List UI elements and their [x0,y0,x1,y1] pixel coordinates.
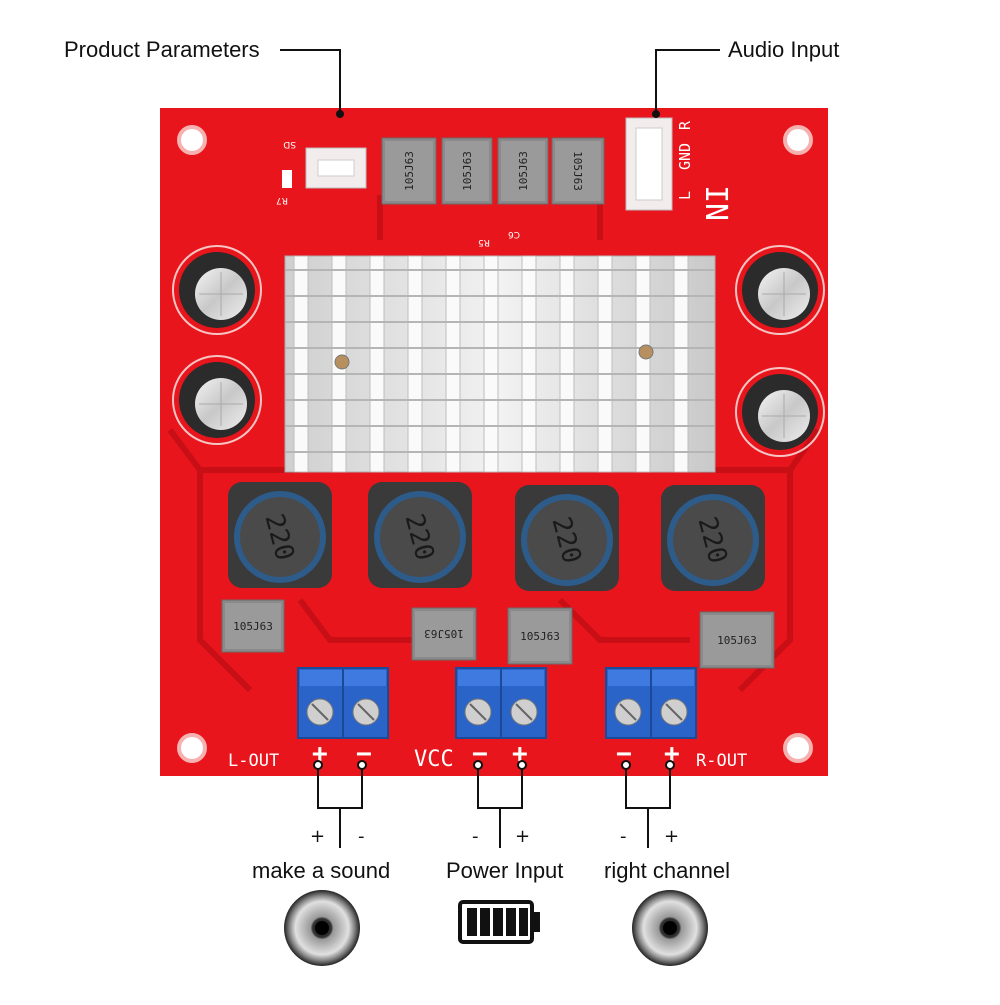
capacitor-code: 105J63 [461,151,474,191]
top-capacitors: 105J63 105J63 105J63 105J63 [381,137,605,205]
film-capacitor: 105J63 [381,137,437,205]
terminal-block [605,667,697,739]
mounting-holes [177,125,813,763]
heatsink [284,255,716,473]
screw-icon [334,354,350,370]
bottom-capacitors: 105J63 105J63 105J63 105J63 [221,599,775,669]
screw-icon [638,344,654,360]
electrolytic-capacitor [735,245,825,335]
callout-dot [336,110,344,118]
terminal-block [297,667,389,739]
capacitor-code: 105J63 [403,151,416,191]
callout-dot [652,110,660,118]
inductor: 220 [515,485,619,591]
right-channel-label: right channel [604,858,730,883]
inductor: 220 [228,482,332,588]
film-capacitor: 105J63 [441,137,493,205]
vcc-label: VCC [414,747,454,772]
pcb-board: SD R7 R5 C6 105J63 105J63 105J63 105J63 L GN… [160,108,828,776]
electrolytic-capacitor [172,355,262,445]
electrolytic-capacitors [172,245,825,457]
audio-pin-labels: L GND R [676,120,694,200]
inductor: 220 [661,485,765,591]
audio-input-callout: Audio Input [728,37,840,62]
capacitor-code: 105J63 [517,151,530,191]
in-label: IN [698,185,733,221]
audio-input-connector [625,117,673,211]
r5-label: R5 [478,237,490,247]
middle-plus-sign: + [515,826,531,847]
audio-pin-label: L [676,191,694,200]
r7-resistor [282,170,292,188]
inductors: 220 220 220 220 [228,482,765,591]
film-capacitor: 105J63 [699,611,775,669]
film-capacitor: 105J63 [551,137,605,205]
product-parameters-callout: Product Parameters [64,37,260,62]
l-out-label: L-OUT [228,751,279,771]
inductor: 220 [368,482,472,588]
electrolytic-capacitor [735,367,825,457]
capacitor-code: 105J63 [717,634,757,647]
battery-icon [458,900,540,944]
output-wires [317,765,671,848]
c6-label: C6 [508,229,520,239]
capacitor-code: 105J63 [424,627,464,640]
audio-pin-label: GND [676,143,694,170]
sd-label: SD [283,139,296,149]
callout-lines [280,49,720,112]
audio-pin-label: R [676,120,694,130]
sd-connector [305,147,367,189]
r7-label: R7 [276,195,288,205]
electrolytic-capacitor [172,245,262,335]
wire-terminals [313,760,675,770]
left-minus-sign: - [358,826,365,847]
right-speaker-icon [632,890,708,966]
terminal-block [455,667,547,739]
film-capacitor: 105J63 [507,607,573,665]
make-a-sound-label: make a sound [252,858,391,883]
capacitor-code: 105J63 [233,620,273,633]
left-plus-sign: + [310,826,326,847]
capacitor-code: 105J63 [571,151,584,191]
power-input-label: Power Input [446,858,564,883]
capacitor-code: 105J63 [520,630,560,643]
r-out-label: R-OUT [696,751,747,771]
right-minus-sign: - [620,826,627,847]
film-capacitor: 105J63 [411,607,477,661]
middle-minus-sign: - [472,826,479,847]
film-capacitor: 105J63 [497,137,549,205]
film-capacitor: 105J63 [221,599,285,653]
left-speaker-icon [284,890,360,966]
terminal-blocks [297,667,697,739]
right-plus-sign: + [664,826,680,847]
